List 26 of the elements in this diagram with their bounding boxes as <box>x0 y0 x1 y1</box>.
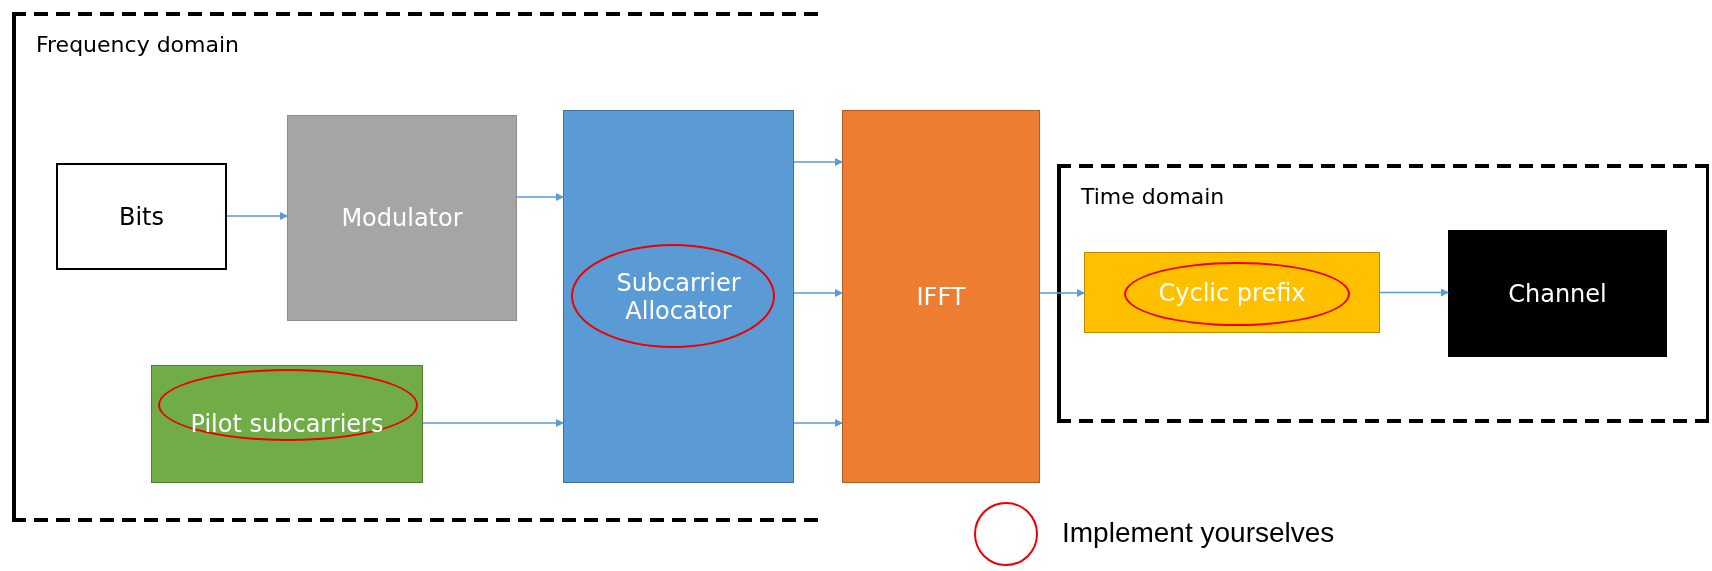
process-box <box>842 110 1040 483</box>
box-label: Pilot subcarriers <box>190 410 384 438</box>
box-label: Modulator <box>341 204 463 232</box>
process-box <box>287 115 517 321</box>
box-label: Bits <box>118 202 164 231</box>
box-label: IFFT <box>916 282 966 311</box>
process-box <box>1448 230 1667 357</box>
process-box <box>1084 252 1380 333</box>
process-box <box>563 110 794 483</box>
box-label: Cyclic prefix <box>1158 278 1306 307</box>
arrow <box>793 419 843 427</box>
box-label: Subcarrier Allocator <box>615 268 742 325</box>
group-title: Time domain <box>1081 184 1225 209</box>
box-label: Channel <box>1508 279 1607 308</box>
group-title: Frequency domain <box>36 32 240 57</box>
arrow <box>1379 288 1449 297</box>
process-box <box>56 163 227 270</box>
arrow <box>1039 289 1085 297</box>
arrow <box>516 193 564 201</box>
arrow <box>793 289 843 297</box>
arrow <box>793 158 843 166</box>
process-box <box>151 365 423 483</box>
arrow <box>226 212 288 220</box>
dashed-group-frame <box>1057 164 1710 423</box>
legend-label: Implement yourselves <box>1062 517 1335 549</box>
arrow <box>422 419 564 427</box>
